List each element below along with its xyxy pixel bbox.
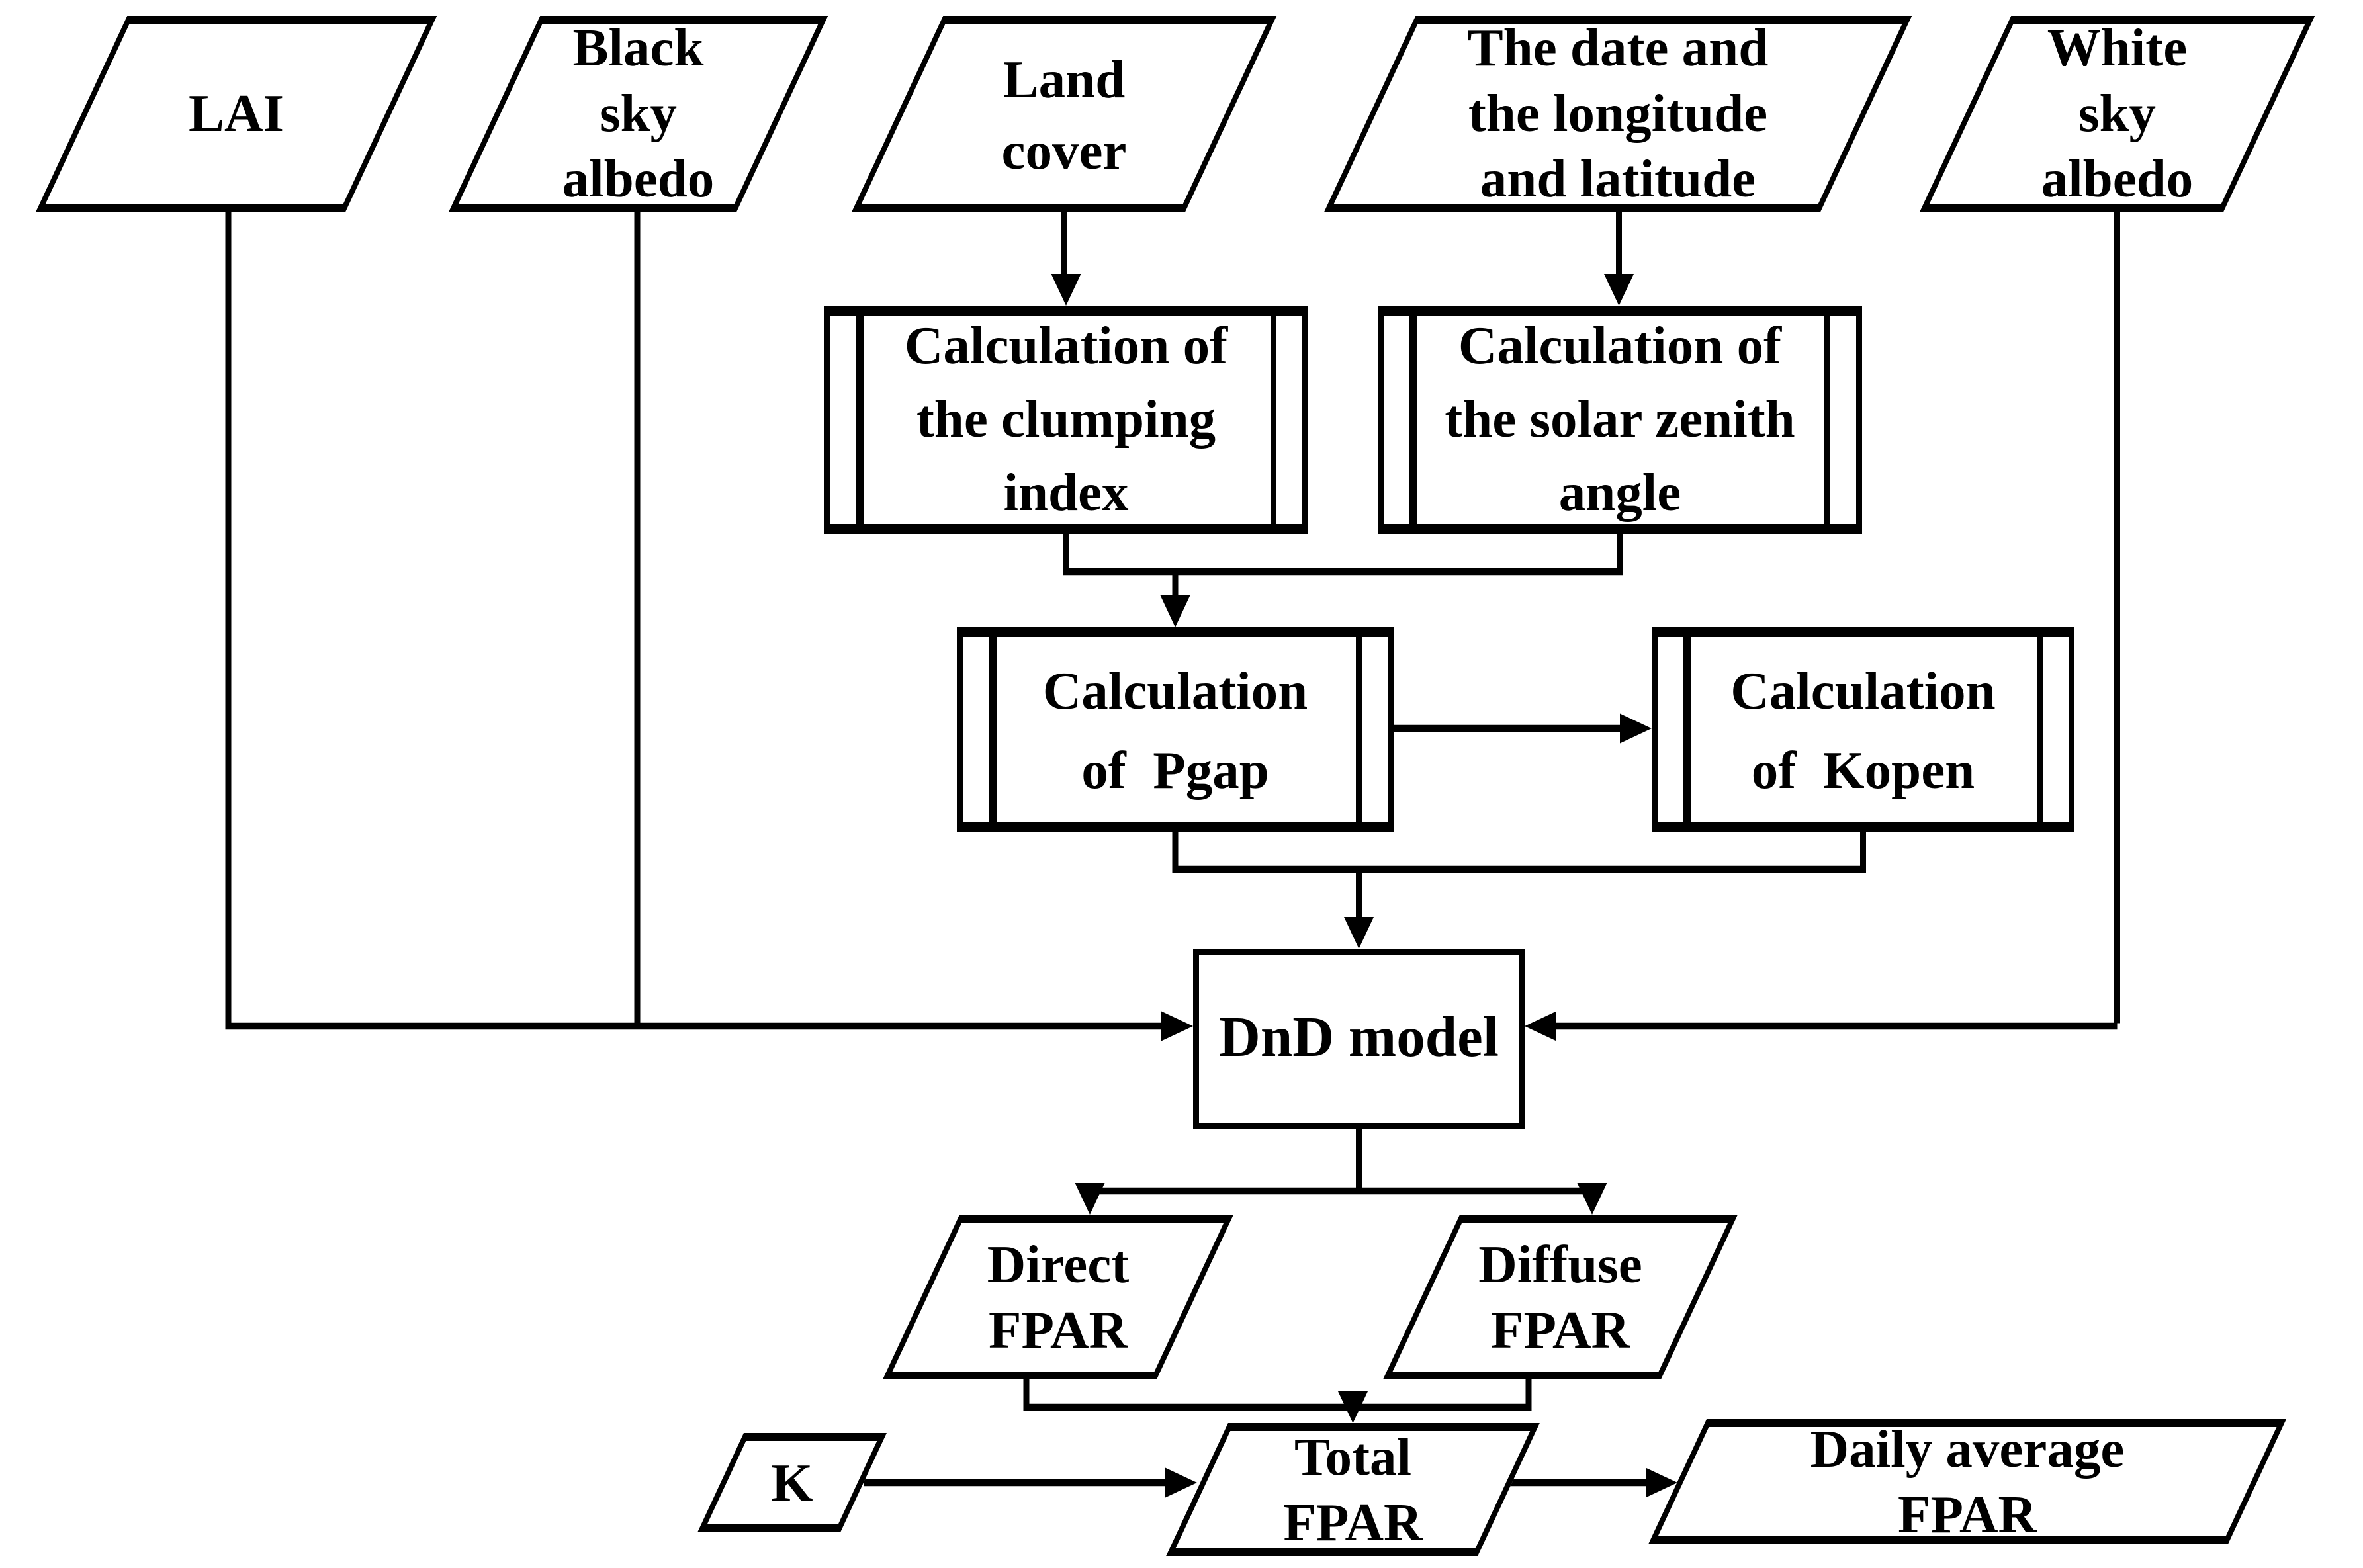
label-line: the clumping [916, 389, 1216, 449]
edge-k-to-total-arrowhead [1165, 1467, 1197, 1498]
node-date-longitude-latitude: The date and the longitude and latitude [1323, 16, 1912, 212]
label-line: K [771, 1452, 813, 1512]
edge-right-feed-arrowhead [1525, 1011, 1556, 1041]
node-label: K [721, 1433, 864, 1532]
label-line: Daily average [1810, 1418, 2125, 1478]
label-line: Calculation of [1458, 316, 1782, 375]
predefined-process-bar-left [1409, 316, 1417, 524]
label-line: of Pgap [1081, 739, 1269, 799]
edge-merge2-to-dnd-arrowhead [1344, 917, 1374, 949]
node-label: DnD model [1199, 955, 1519, 1123]
label-line: FPAR [1491, 1299, 1630, 1359]
edge-merge3-to-total-arrowhead [1338, 1391, 1368, 1423]
edge-total-to-daily-arrowhead [1646, 1467, 1677, 1498]
label-line: FPAR [1283, 1491, 1423, 1551]
node-label: Daily average FPAR [1677, 1418, 2257, 1544]
node-label: The date and the longitude and latitude [1370, 16, 1866, 212]
edge-merge1-to-pgap-arrowhead [1160, 595, 1190, 627]
node-label: Diffuse FPAR [1421, 1215, 1699, 1379]
node-lai: LAI [35, 16, 437, 212]
edge-land-cover-to-clumping-arrowhead [1051, 274, 1081, 306]
label-line: albedo [562, 149, 715, 208]
node-label: Calculation of the solar zenith angle [1384, 316, 1856, 524]
node-total-fpar: Total FPAR [1166, 1423, 1540, 1556]
node-land-cover: Land cover [851, 16, 1277, 212]
label-line: The date and [1467, 18, 1769, 77]
label-line: and latitude [1480, 149, 1756, 208]
node-label: Black sky albedo [494, 16, 782, 212]
predefined-process-bar-left [989, 637, 996, 822]
node-label: Calculation of the clumping index [830, 316, 1302, 524]
node-solar-zenith-angle: Calculation of the solar zenith angle [1378, 306, 1862, 534]
predefined-process-bar-right [1823, 316, 1830, 524]
node-label: Direct FPAR [921, 1215, 1195, 1379]
edge-split-to-direct-arrowhead [1075, 1183, 1105, 1215]
node-k: K [697, 1433, 887, 1532]
predefined-process-bar-right [1269, 316, 1276, 524]
edge-pgap-to-kopen-arrowhead [1620, 713, 1652, 744]
node-direct-fpar: Direct FPAR [882, 1215, 1234, 1379]
label-line: Total [1294, 1426, 1412, 1486]
label-line: albedo [2041, 149, 2194, 208]
label-line: White [2047, 18, 2188, 77]
label-line: LAI [188, 83, 284, 143]
node-dnd-model: DnD model [1193, 949, 1525, 1129]
node-label: LAI [81, 16, 391, 212]
label-line: index [1003, 462, 1129, 522]
node-diffuse-fpar: Diffuse FPAR [1382, 1215, 1738, 1379]
label-line: FPAR [989, 1299, 1128, 1359]
label-line: cover [1001, 120, 1127, 180]
label-line: Calculation of [904, 316, 1228, 375]
node-pgap: Calculation of Pgap [957, 627, 1394, 832]
node-label: Total FPAR [1197, 1423, 1509, 1556]
node-clumping-index: Calculation of the clumping index [824, 306, 1308, 534]
edge-date-to-zenith-arrowhead [1604, 274, 1634, 306]
node-white-sky-albedo: White sky albedo [1919, 16, 2315, 212]
label-line: of Kopen [1751, 739, 1975, 799]
label-line: Direct [987, 1233, 1130, 1293]
label-line: Black [572, 18, 704, 77]
edge-split-to-diffuse-arrowhead [1577, 1183, 1607, 1215]
edge-left-feed-arrowhead [1161, 1011, 1193, 1041]
node-label: Calculation of Pgap [963, 637, 1388, 822]
label-line: angle [1558, 462, 1681, 522]
label-line: the longitude [1468, 83, 1768, 143]
label-line: sky [2078, 83, 2157, 143]
node-daily-average-fpar: Daily average FPAR [1648, 1418, 2287, 1544]
label-line: sky [599, 83, 678, 143]
label-line: Calculation [1042, 660, 1308, 720]
node-label: White sky albedo [1965, 16, 2269, 212]
label-line: Diffuse [1478, 1233, 1642, 1293]
label-line: the solar zenith [1445, 389, 1795, 449]
predefined-process-bar-left [1683, 637, 1691, 822]
label-line: Land [1003, 48, 1126, 109]
predefined-process-bar-left [856, 316, 863, 524]
node-kopen: Calculation of Kopen [1652, 627, 2074, 832]
predefined-process-bar-right [2035, 637, 2043, 822]
node-label: Calculation of Kopen [1658, 637, 2069, 822]
label-line: FPAR [1898, 1483, 2037, 1544]
node-label: Land cover [897, 16, 1231, 212]
predefined-process-bar-right [1355, 637, 1362, 822]
node-black-sky-albedo: Black sky albedo [448, 16, 828, 212]
label-line: DnD model [1219, 1006, 1499, 1070]
label-line: Calculation [1730, 660, 1996, 720]
